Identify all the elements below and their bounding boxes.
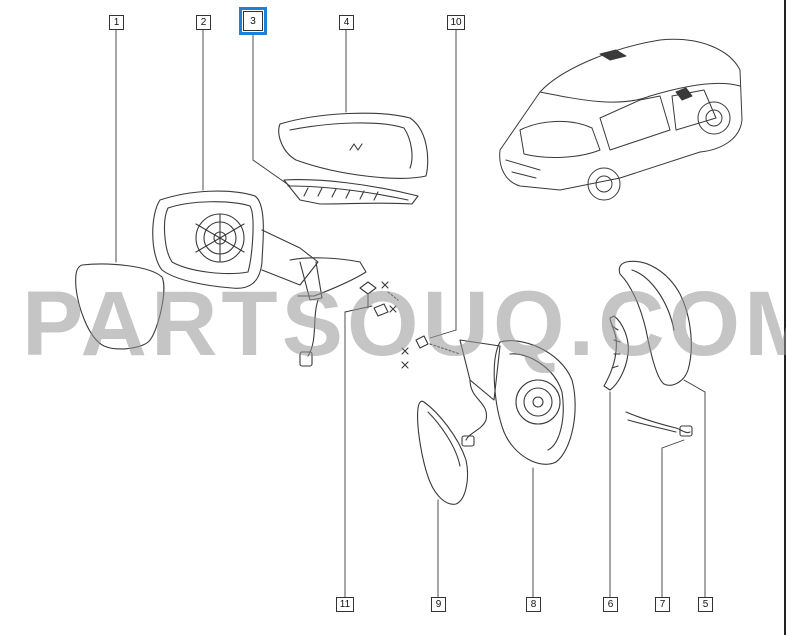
callout-7[interactable]: 7 [655,597,670,612]
part-cover-right [618,260,692,386]
callout-2[interactable]: 2 [196,15,211,30]
part-screw [401,335,461,369]
callout-10[interactable]: 10 [447,15,465,30]
callout-3[interactable]: 3 [239,7,267,35]
callout-9[interactable]: 9 [431,597,446,612]
part-wiring-harness [625,411,693,437]
part-mirror-housing-left [152,190,367,367]
part-screw-set [359,281,399,317]
part-cover-upper-left [278,112,429,179]
vehicle-illustration [499,38,743,201]
callout-5[interactable]: 5 [698,597,713,612]
callout-6[interactable]: 6 [603,597,618,612]
callout-4[interactable]: 4 [339,15,354,30]
part-turn-signal-lamp [603,315,629,391]
part-mirror-housing-right [459,339,576,465]
part-cover-lower-left [283,179,419,205]
callout-1[interactable]: 1 [109,15,124,30]
callout-11[interactable]: 11 [336,597,354,612]
part-mirror-glass-right [417,400,469,505]
callout-8[interactable]: 8 [526,597,541,612]
leader-lines [115,29,706,598]
part-mirror-glass-left [75,263,165,350]
